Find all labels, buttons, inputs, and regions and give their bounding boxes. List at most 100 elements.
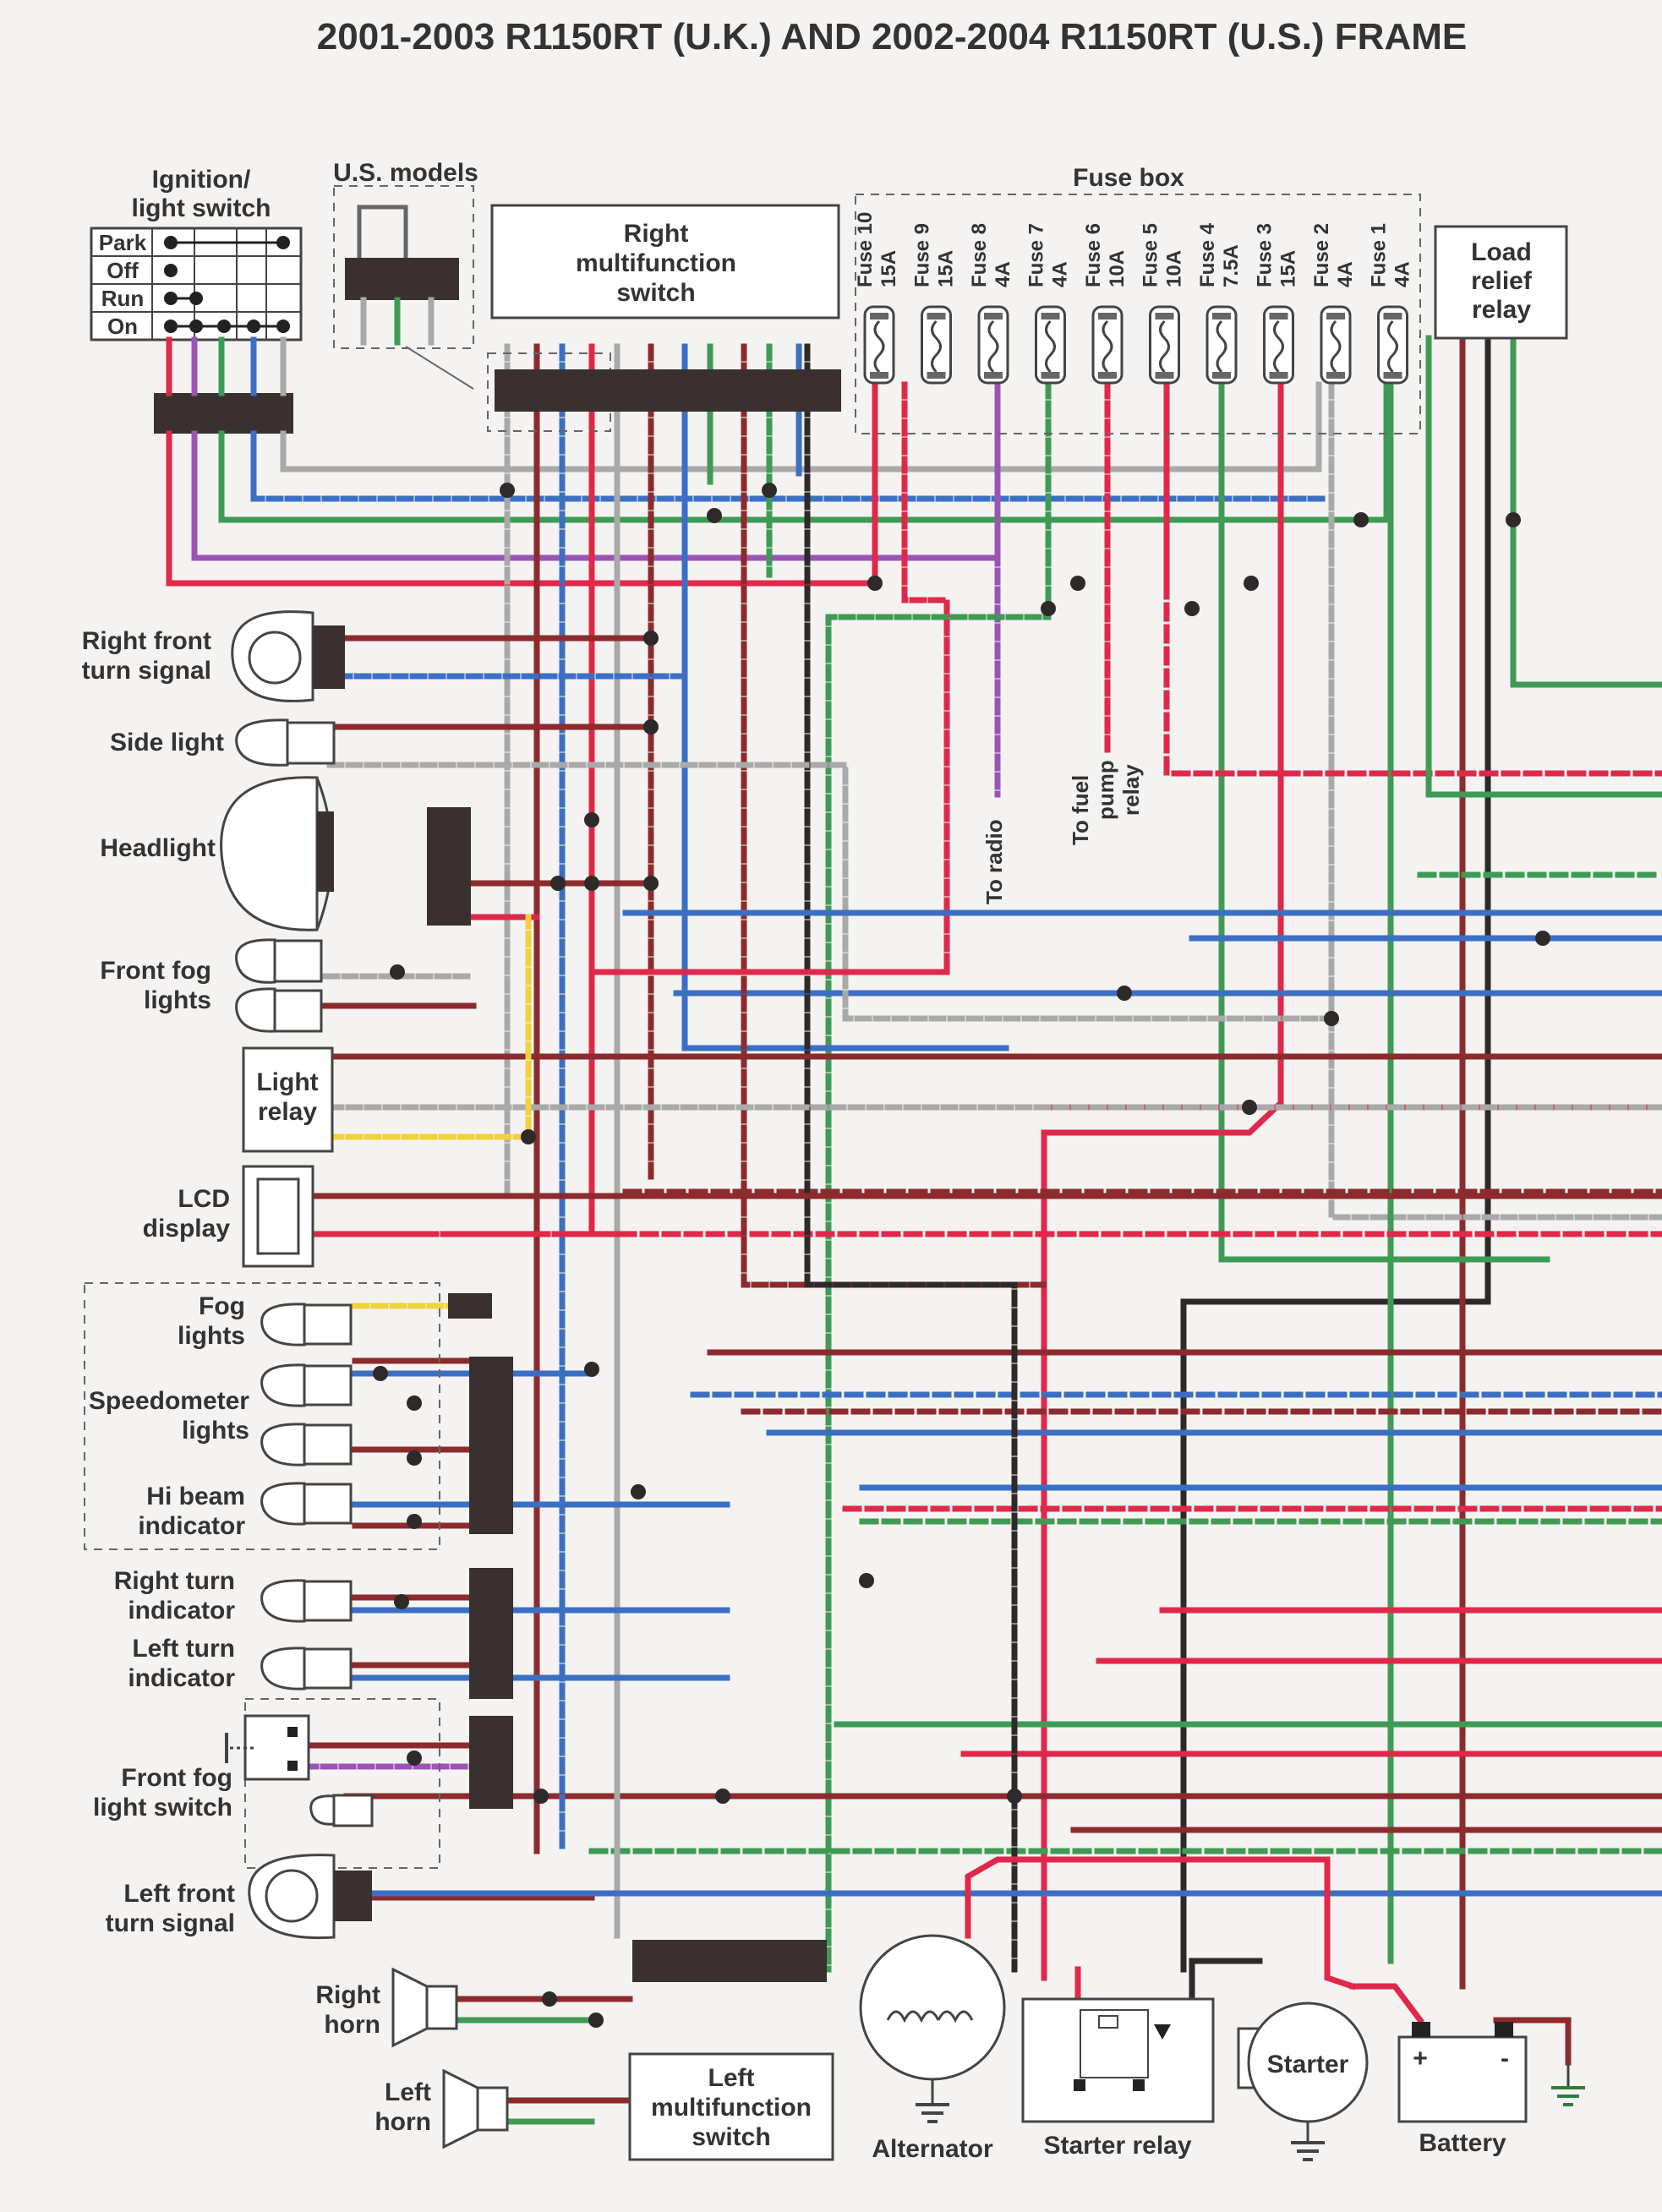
fuse-rating: 4A <box>1334 261 1357 287</box>
front-fog-label-2: lights <box>144 986 211 1014</box>
right-mf-line3: switch <box>616 279 695 307</box>
left-mf-connector <box>632 1940 827 1982</box>
alternator: Alternator <box>859 1934 1006 2163</box>
fuse-name: Fuse 5 <box>1140 223 1162 287</box>
fuse-name: Fuse 9 <box>911 223 934 287</box>
fuse-name: Fuse 7 <box>1025 223 1048 287</box>
diagram-title: 2001-2003 R1150RT (U.K.) AND 2002-2004 R… <box>317 16 1467 57</box>
ignition-row-run: Run <box>101 286 145 311</box>
fuse-name: Fuse 6 <box>1082 223 1105 287</box>
load-relief-line1: Load <box>1471 238 1532 266</box>
fuse-name: Fuse 8 <box>968 223 991 287</box>
speedo-label-1: Speedometer <box>89 1387 249 1415</box>
light-relay-label-2: relay <box>258 1098 317 1126</box>
indicator-connector <box>469 1568 513 1699</box>
svg-text:relay: relay <box>1118 764 1144 816</box>
hi-beam-label-2: indicator <box>138 1512 245 1540</box>
right-horn-label-2: horn <box>324 2011 380 2039</box>
starter-relay-label: Starter relay <box>1043 2132 1191 2160</box>
wire-green-fuse7 <box>825 381 1052 1973</box>
starter-relay: Starter relay <box>1021 1997 1215 2160</box>
us-models-connector: U.S. models <box>333 159 478 390</box>
wire-red-fuse9 <box>901 381 950 975</box>
ignition-switch: Ignition/ light switch Park Off Run On <box>90 166 303 587</box>
hi-beam-label-1: Hi beam <box>146 1483 245 1510</box>
right-mf-connector <box>495 369 841 412</box>
front-fog-label-1: Front fog <box>100 957 211 985</box>
bus-green-2 <box>1425 335 1662 798</box>
lcd-label-2: display <box>143 1215 231 1243</box>
battery-label: Battery <box>1419 2129 1506 2157</box>
right-multifunction-switch: Right multifunction switch <box>487 204 841 432</box>
ignition-title-2: light switch <box>132 194 271 222</box>
fog-switch-label-2: light switch <box>93 1794 232 1821</box>
svg-text:multifunction: multifunction <box>651 2094 812 2122</box>
fuse-rating: 15A <box>877 250 900 287</box>
us-models-label: U.S. models <box>333 159 478 187</box>
front-fog-lamp-2 <box>235 987 276 1033</box>
light-relay-box <box>242 1046 334 1153</box>
load-relief-relay: Load relief relay <box>1434 225 1568 340</box>
fuse-rating: 15A <box>935 250 958 287</box>
left-turn-ind-bulb <box>260 1647 306 1690</box>
headlight-lamp <box>220 776 319 931</box>
fuse-rating: 4A <box>1391 261 1414 287</box>
fog-switch-label-1: Front fog <box>121 1764 232 1792</box>
fuel-pump-label: To fuel pump relay <box>1068 760 1144 845</box>
ignition-connector <box>154 393 293 434</box>
instrument-connector <box>469 1357 513 1534</box>
light-relay-label-1: Light <box>256 1068 318 1096</box>
left-turn-ind-label-2: indicator <box>128 1664 235 1692</box>
left-horn-icon <box>442 2068 479 2149</box>
ignition-row-on: On <box>107 314 138 339</box>
ignition-row-park: Park <box>99 230 147 255</box>
speedo-label-2: lights <box>182 1417 249 1445</box>
side-light-label: Side light <box>110 729 224 756</box>
front-fog-lamp-1 <box>235 938 276 984</box>
wire-green-load <box>1510 335 1662 688</box>
headlight-connector <box>427 807 471 926</box>
starter-label: Starter <box>1267 2051 1349 2078</box>
fuse-rating: 10A <box>1106 250 1129 287</box>
right-front-turn-label-2: turn signal <box>82 657 211 685</box>
fuse-name: Fuse 1 <box>1368 223 1391 287</box>
right-turn-ind-label-1: Right turn <box>114 1567 235 1595</box>
alternator-label: Alternator <box>872 2135 993 2163</box>
battery-minus: - <box>1501 2045 1509 2073</box>
fuse-name: Fuse 3 <box>1254 223 1277 287</box>
junction-dots <box>373 483 1550 2028</box>
fuse-name: Fuse 4 <box>1196 222 1219 287</box>
headlight-label: Headlight <box>100 834 216 862</box>
lcd-label-1: LCD <box>178 1185 230 1213</box>
left-horn-label-1: Left <box>385 2078 431 2106</box>
right-horn-label-1: Right <box>315 1981 380 2009</box>
wire-green-fuse4 <box>1218 381 1550 1263</box>
svg-text:switch: switch <box>692 2123 770 2151</box>
svg-text:To fuel: To fuel <box>1068 775 1093 845</box>
left-front-turn-label-1: Left front <box>123 1880 235 1908</box>
wire-harness <box>166 335 1662 2125</box>
left-front-turn-label-2: turn signal <box>106 1909 235 1937</box>
fuse-rating: 15A <box>1277 250 1300 287</box>
starter-motor: Starter <box>1237 2002 1369 2161</box>
right-front-turn-label-1: Right front <box>82 627 211 655</box>
fuse-rating: 10A <box>1163 250 1186 287</box>
left-horn-label-2: horn <box>374 2108 431 2136</box>
left-components: Right front turn signal Side light Headl… <box>82 610 513 2149</box>
fuse-box-title: Fuse box <box>1073 164 1184 192</box>
fog-switch-box <box>243 1714 310 1781</box>
fog-switch-connector <box>469 1716 513 1809</box>
side-light-lamp <box>235 718 289 767</box>
fuse-rating: 4A <box>992 261 1014 287</box>
right-mf-line2: multifunction <box>576 249 736 277</box>
fog-lights-label-2: lights <box>178 1322 245 1350</box>
